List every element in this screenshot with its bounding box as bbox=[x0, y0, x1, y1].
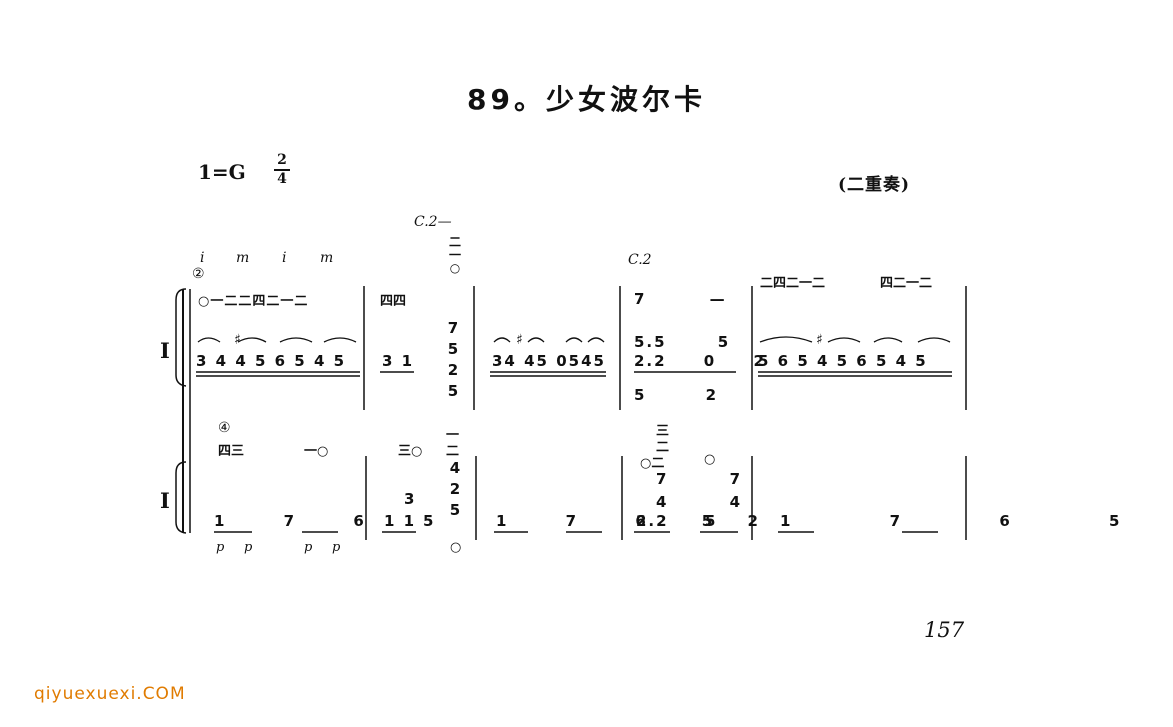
part2-string-marks-4: 一 bbox=[446, 428, 460, 443]
part1-m5-upper: 7 — bbox=[634, 290, 727, 308]
time-signature-top: 2 bbox=[277, 152, 287, 168]
fingering-4: m bbox=[320, 250, 334, 266]
part2-string-marks-8: ○二 bbox=[640, 456, 665, 471]
part2-label: I bbox=[160, 488, 170, 513]
part1-string-marks-1: ○一二二四二一二 bbox=[198, 294, 309, 309]
part1-m1-notes: 3 4 4 5 6 5 4 5 bbox=[196, 352, 347, 370]
ensemble-label: (二重奏) bbox=[838, 175, 911, 195]
watermark: qiyuexuexi.COM bbox=[34, 684, 186, 704]
part1-m3-chord-2: 5 bbox=[447, 340, 459, 358]
part2-m6-notes: 1 7 6 5 bbox=[780, 512, 1122, 530]
part2-m3-bottom-mark: ○ bbox=[450, 540, 462, 555]
part1-m4-notes: 34 45 0545 bbox=[492, 352, 606, 370]
part1-m3-top-mark-3: ○ bbox=[449, 261, 461, 275]
part2-m2-upper: 3 bbox=[404, 490, 417, 508]
part2-m3-chord-1: 4 bbox=[449, 459, 461, 477]
page-title: 89。少女波尔卡 bbox=[467, 83, 706, 116]
part1-m3-top-marks: 二 一 ○ bbox=[448, 236, 462, 275]
part2-string-marks-3: 三○ bbox=[398, 444, 423, 459]
part2-m2-notes: 1 1 bbox=[384, 512, 417, 530]
part2-dyn-4: p bbox=[332, 540, 341, 555]
capo-mark-1: C.2— bbox=[414, 214, 452, 230]
part1-m2-notes: 3 1 bbox=[382, 352, 415, 370]
part2-m1-notes: 1 7 6 5 bbox=[214, 512, 436, 530]
part1-m6-accidental: ♯ bbox=[816, 332, 823, 348]
part2-m3-chord-2: 2 bbox=[449, 480, 461, 498]
part2-m3-chord-3: 5 bbox=[449, 501, 461, 519]
part1-m1-accidental: ♯ bbox=[234, 332, 241, 348]
part1-m3-top-mark-2: 一 bbox=[448, 248, 461, 262]
part1-m5-lower: 2.2 0 2 bbox=[634, 352, 766, 370]
time-signature-bottom: 4 bbox=[274, 169, 290, 188]
part1-m3-top-mark-1: 二 bbox=[448, 235, 461, 249]
circled-mark-part2: ④ bbox=[218, 420, 231, 436]
part2-string-marks-5: 二 bbox=[446, 444, 460, 459]
part2-m4-notes: 1 7 6 5 bbox=[496, 512, 718, 530]
fingering-3: i bbox=[282, 250, 287, 266]
part1-label: I bbox=[160, 338, 170, 363]
part2-string-marks-1: 四三 bbox=[218, 444, 245, 459]
part2-dyn-2: p bbox=[244, 540, 253, 555]
part1-m3-chord-4: 5 bbox=[447, 382, 459, 400]
part1-m5-bass: 5 2 bbox=[634, 386, 719, 404]
capo-mark-2: C.2 bbox=[628, 252, 652, 268]
part1-string-marks-2: 四四 bbox=[380, 294, 407, 309]
circled-mark-part1: ② bbox=[192, 266, 205, 282]
part2-dyn-3: p bbox=[304, 540, 313, 555]
part2-string-marks-6: 三 bbox=[656, 424, 670, 439]
part1-m6-notes: 5 6 5 4 5 6 5 4 5 bbox=[758, 352, 928, 370]
part2-m5-notes: 2.2 5 2 bbox=[636, 512, 760, 530]
time-signature: 2 4 bbox=[274, 152, 290, 188]
part1-m4-accidental: ♯ bbox=[516, 332, 523, 348]
part1-m5-middle: 5.5 5 bbox=[634, 333, 731, 351]
part2-dyn-1: p bbox=[216, 540, 225, 555]
page-number: 157 bbox=[924, 618, 965, 642]
part2-m5-upper: 7 7 bbox=[656, 470, 743, 488]
key-signature: 1=G bbox=[198, 160, 246, 184]
part1-m3-chord: 7 5 2 5 bbox=[446, 318, 460, 402]
part2-m3-chord: 4 2 5 bbox=[448, 458, 462, 521]
part1-m3-chord-3: 2 bbox=[447, 361, 459, 379]
part2-m5-middle: 4 4 bbox=[656, 493, 743, 511]
part1-m3-chord-1: 7 bbox=[447, 319, 459, 337]
part2-string-marks-9: ○ bbox=[704, 452, 716, 467]
fingering-2: m bbox=[236, 250, 250, 266]
part2-string-marks-2: 一○ bbox=[304, 444, 329, 459]
part2-string-marks-7: 二 bbox=[656, 440, 670, 455]
fingering-1: i bbox=[200, 250, 205, 266]
part1-string-marks-3: 二四二一二 bbox=[760, 276, 826, 291]
part1-string-marks-4: 四二一二 bbox=[880, 276, 933, 291]
